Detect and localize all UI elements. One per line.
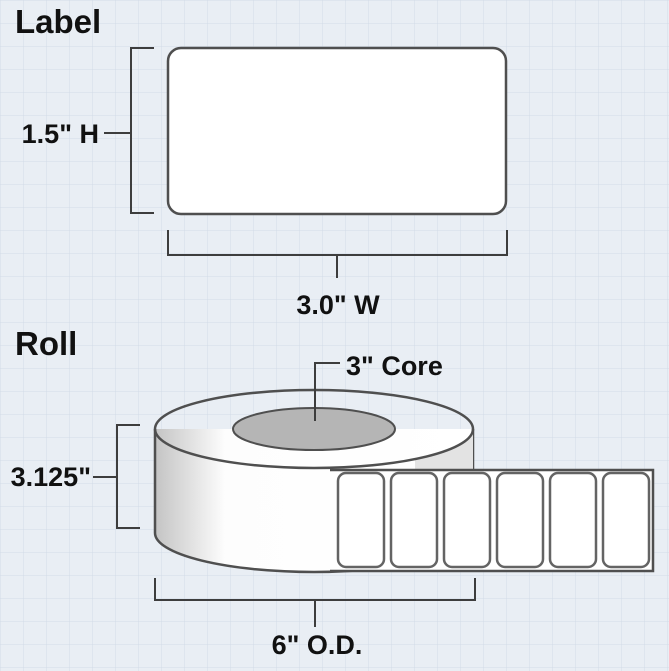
roll-height-text: 3.125" — [11, 462, 91, 492]
strip-labels — [336, 471, 651, 569]
height-dimension-text: 1.5" H — [22, 119, 99, 149]
strip-label — [495, 471, 545, 569]
strip-label — [601, 471, 651, 569]
label-rectangle — [166, 46, 508, 216]
core-dimension-leader — [314, 362, 340, 421]
strip-label — [389, 471, 439, 569]
core-dimension-text: 3" Core — [346, 351, 443, 381]
roll-section-heading: Roll — [15, 325, 77, 362]
label-section-heading: Label — [15, 3, 101, 40]
label-strip-outline — [330, 468, 655, 573]
width-dimension-text: 3.0" W — [296, 290, 380, 320]
outer-diameter-text: 6" O.D. — [272, 630, 363, 660]
strip-label — [336, 471, 386, 569]
strip-label — [548, 471, 598, 569]
strip-peel-wedge — [415, 429, 473, 470]
height-dimension-bracket — [130, 47, 154, 214]
strip-label — [442, 471, 492, 569]
